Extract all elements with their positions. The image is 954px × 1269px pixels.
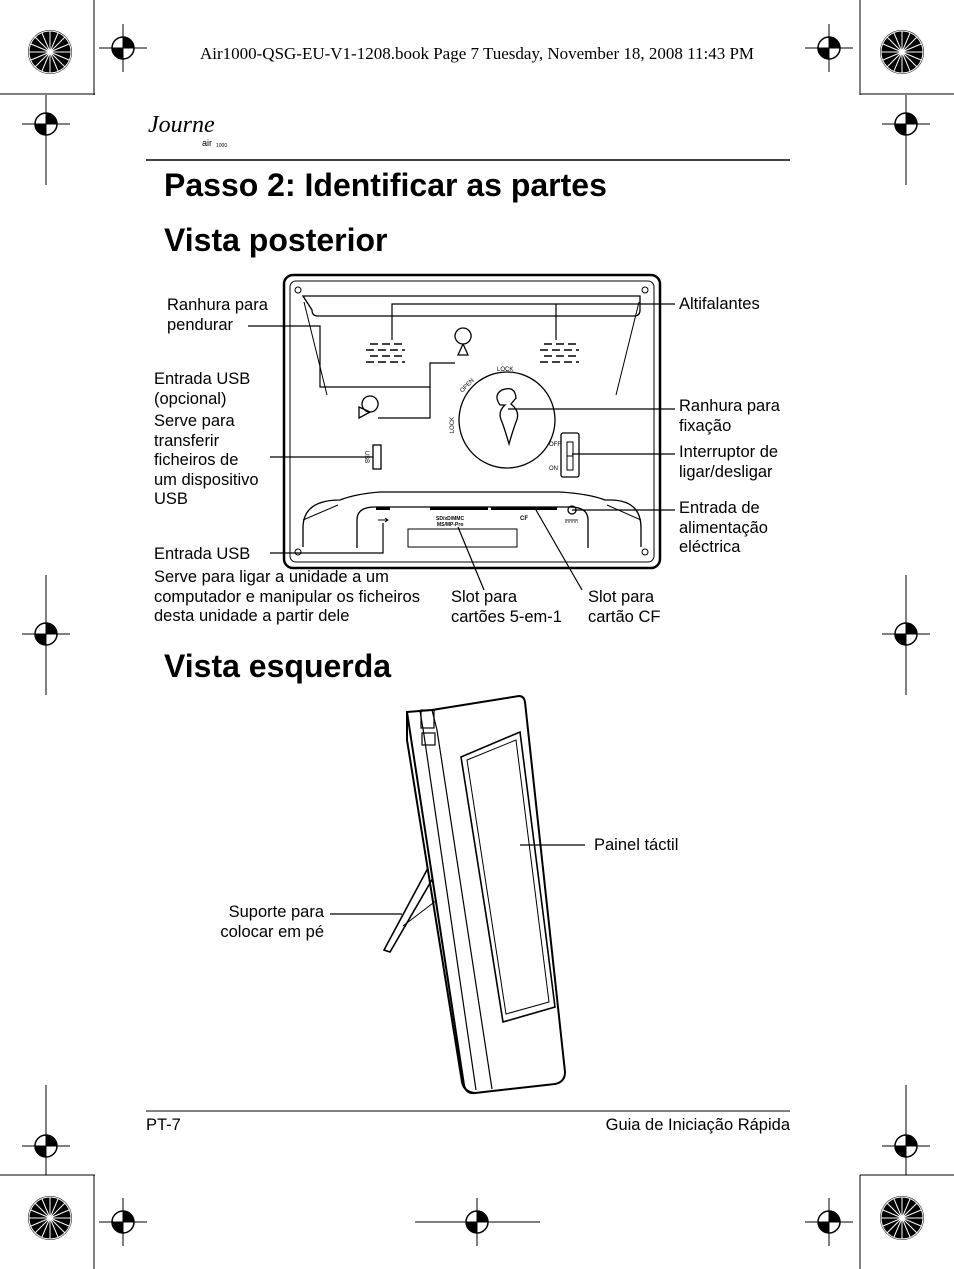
hang-slot-icon [358, 395, 379, 420]
left-view-illustration [330, 694, 585, 1095]
device-text-sd: SD/xD/MMC [436, 516, 465, 522]
print-slug: Air1000-QSG-EU-V1-1208.book Page 7 Tuesd… [199, 44, 755, 63]
registration-star-icon [879, 1195, 925, 1241]
page-title: Passo 2: Identificar as partes [164, 167, 607, 203]
label-card-5in1: Slot para cartões 5-em-1 [451, 588, 562, 626]
rear-view-illustration [282, 273, 662, 570]
device-text-usb: USB [363, 450, 370, 464]
label-touch-panel: Painel táctil [594, 836, 679, 854]
brand-logo: Journe air 1000 [148, 112, 227, 149]
label-speakers: Altifalantes [679, 295, 760, 313]
label-usb-optional: Entrada USB (opcional) [154, 370, 251, 408]
label-usb-desc: Serve para ligar a unidade a um computad… [154, 568, 420, 625]
rear-leader-lines [248, 303, 675, 591]
label-fixing-slot: Ranhura para fixação [679, 397, 780, 435]
device-text-lock: LOCK [497, 367, 514, 373]
page-number: PT-7 [146, 1116, 181, 1134]
fixing-slot-icon [496, 387, 519, 447]
device-text-off: OFF [549, 442, 561, 448]
guide-name: Guia de Iniciação Rápida [605, 1116, 790, 1134]
logo-sub: air [202, 138, 213, 148]
registration-star-icon [27, 1195, 73, 1241]
logo-tiny: 1000 [216, 143, 228, 149]
power-switch-icon [560, 432, 580, 478]
label-card-cf: Slot para cartão CF [588, 588, 661, 626]
touch-panel [460, 730, 556, 1024]
label-power-switch: Interruptor de ligar/desligar [679, 443, 779, 481]
label-dc-in: Entrada de alimentação eléctrica [679, 499, 768, 556]
left-view-title: Vista esquerda [164, 648, 392, 684]
card-slot-5in1-icon [430, 507, 488, 510]
registration-mark-icon [21, 23, 931, 1247]
device-text-cf: CF [520, 516, 528, 522]
usb-optional-port-icon [372, 444, 382, 470]
label-hang-slot: Ranhura para pendurar [167, 296, 268, 334]
speaker-grille [366, 343, 579, 363]
hang-slot-icon [454, 327, 472, 356]
device-text-ms: MS/MP-Pro [437, 522, 464, 528]
rear-view-title: Vista posterior [164, 222, 388, 258]
logo-script: Journe [148, 112, 215, 138]
label-usb-optional-desc: Serve para transferir ficheiros de um di… [154, 412, 259, 508]
card-slot-cf-icon [491, 507, 557, 510]
lock-dial [458, 371, 556, 469]
device-text-lock2: LOCK [450, 416, 457, 434]
label-usb: Entrada USB [154, 545, 251, 563]
stand-icon [382, 867, 434, 953]
label-stand: Suporte para colocar em pé [220, 903, 324, 941]
device-text-on: ON [549, 466, 558, 472]
